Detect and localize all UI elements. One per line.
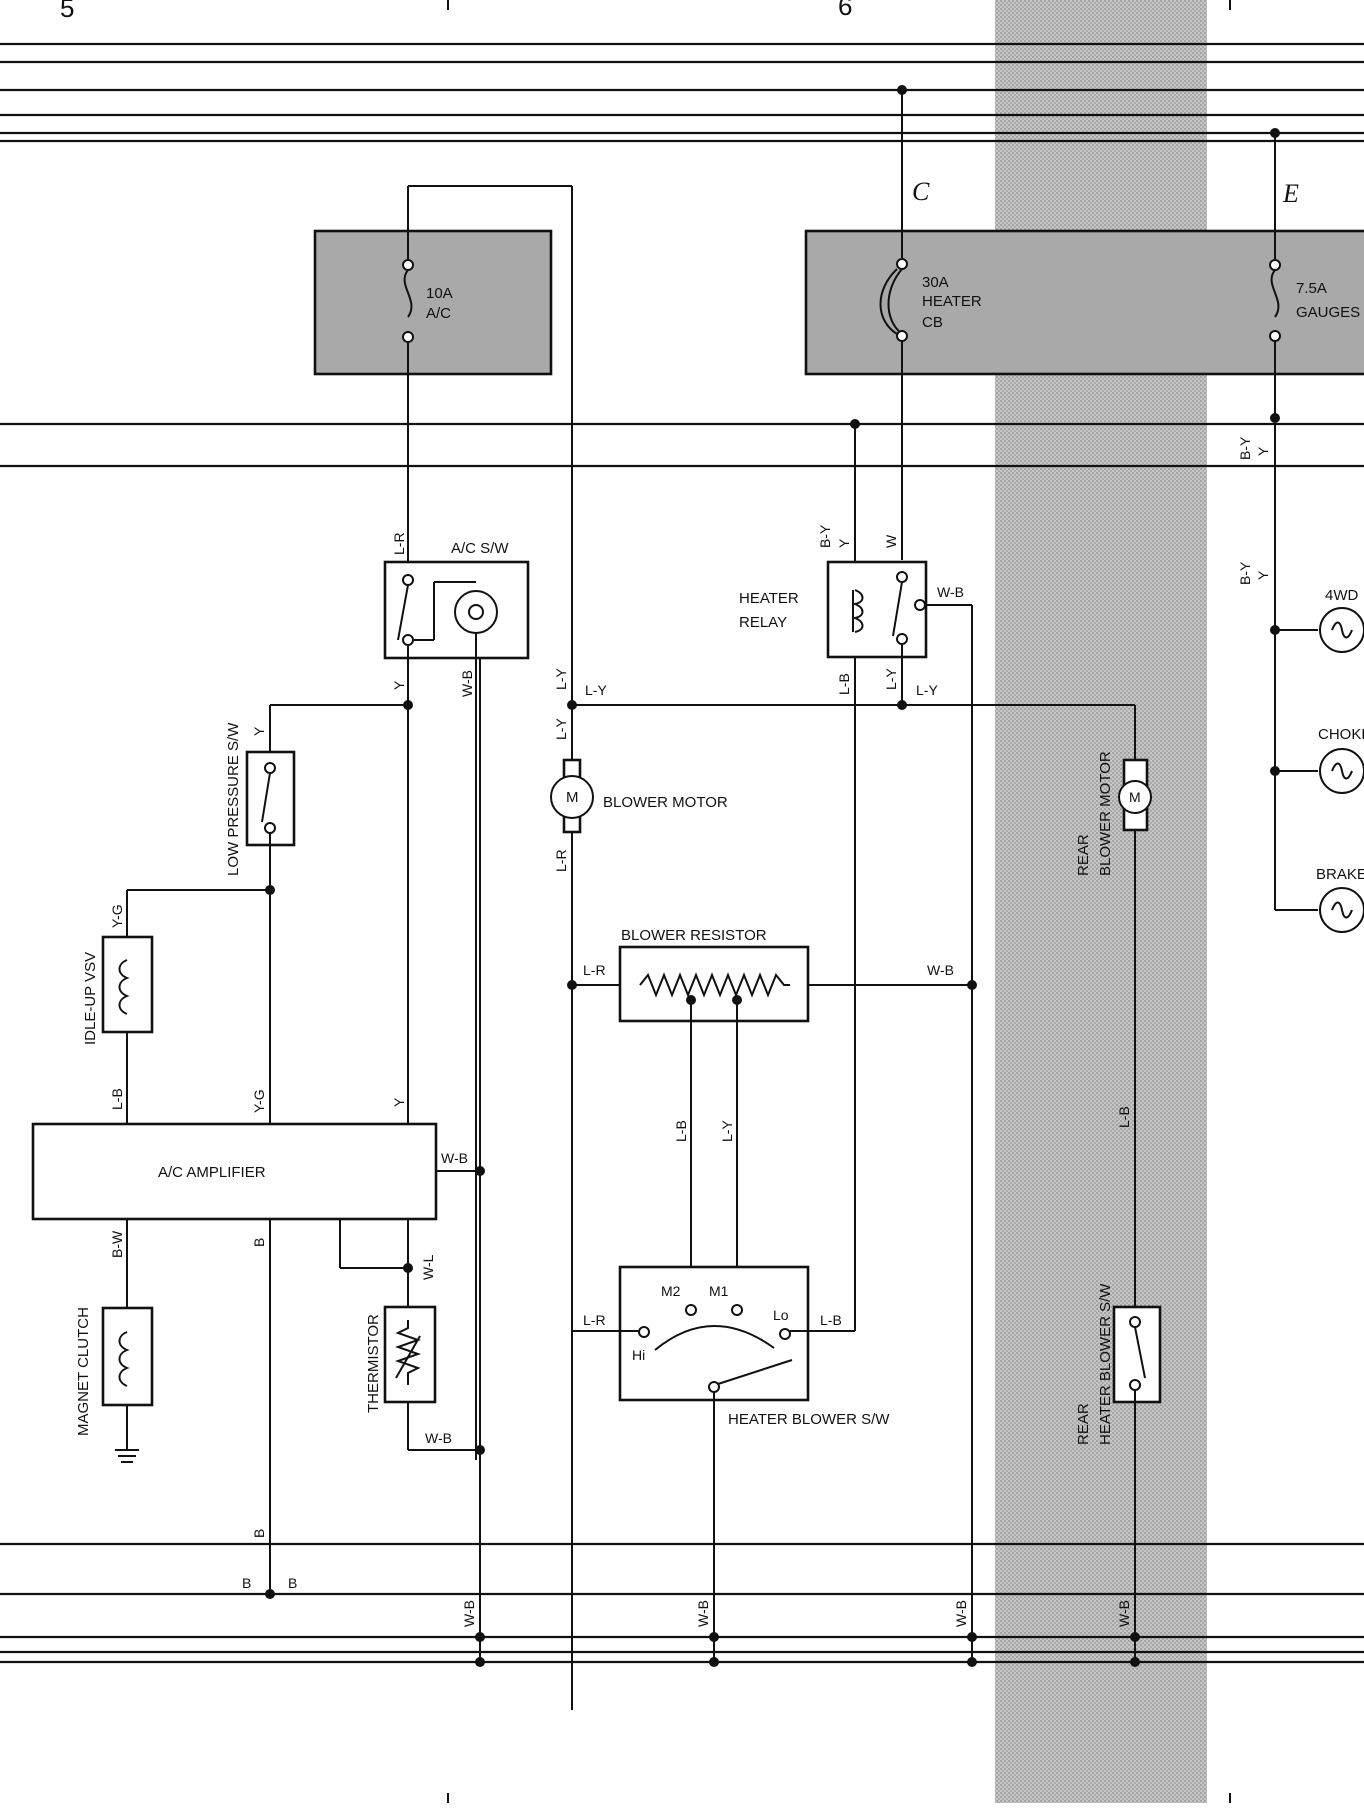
heater-relay bbox=[826, 560, 928, 659]
wire-label-lb: L-B bbox=[109, 1088, 125, 1110]
fuse-gauges-rating: 7.5A bbox=[1296, 280, 1327, 297]
blower-resistor-label: BLOWER RESISTOR bbox=[621, 927, 767, 944]
wire-label-lb: L-B bbox=[673, 1120, 689, 1142]
heater-blower-sw bbox=[618, 1265, 810, 1402]
wire-label-wb: W-B bbox=[695, 1600, 711, 1627]
wire-label-lr: L-R bbox=[583, 1312, 606, 1328]
rear-blower-motor-label-1: REAR bbox=[1075, 834, 1092, 876]
page-number-right: 6 bbox=[838, 0, 852, 21]
svg-text:M: M bbox=[1129, 789, 1141, 805]
wire-label-wb: W-B bbox=[937, 584, 964, 600]
svg-text:M: M bbox=[566, 789, 579, 806]
low-pressure-sw-label: LOW PRESSURE S/W bbox=[225, 722, 242, 876]
ac-sw-label: A/C S/W bbox=[451, 540, 509, 557]
idle-up-vsv bbox=[101, 935, 154, 1034]
ac-amplifier-label: A/C AMPLIFIER bbox=[158, 1164, 266, 1181]
heater-relay-label-2: RELAY bbox=[739, 614, 787, 631]
wire-label-y: Y bbox=[391, 1097, 407, 1107]
ground-icon bbox=[115, 1449, 139, 1463]
blower-resistor bbox=[618, 945, 810, 1023]
wire-label-lb: L-B bbox=[1116, 1106, 1132, 1128]
rear-blower-motor: M bbox=[1118, 758, 1152, 832]
wire-label-w: W bbox=[883, 534, 899, 548]
magnet-clutch bbox=[101, 1306, 154, 1407]
fuse-heater-rating: 30A bbox=[922, 274, 949, 291]
sw-terminal-hi: Hi bbox=[632, 1347, 645, 1363]
page-number-left: 5 bbox=[60, 0, 74, 23]
fuse-heater-type: CB bbox=[922, 314, 943, 331]
heater-blower-sw-label: HEATER BLOWER S/W bbox=[728, 1411, 890, 1428]
bus-letter-c: C bbox=[912, 177, 930, 206]
thermistor bbox=[383, 1305, 437, 1404]
wire-label-lr: L-R bbox=[583, 962, 606, 978]
wire-label-lr: L-R bbox=[553, 849, 569, 872]
heater-relay-label-1: HEATER bbox=[739, 590, 799, 607]
wire-label-wb: W-B bbox=[461, 1600, 477, 1627]
wire-label-ly: L-Y bbox=[585, 682, 607, 698]
fuse-ac-name: A/C bbox=[426, 305, 451, 322]
wire-label-ly: L-Y bbox=[719, 1120, 735, 1142]
rear-heater-blower-sw-label-2: HEATER BLOWER S/W bbox=[1097, 1283, 1114, 1445]
wire-label-ly: L-Y bbox=[883, 668, 899, 690]
sw-terminal-m2: M2 bbox=[661, 1283, 681, 1299]
fuse-ac-rating: 10A bbox=[426, 285, 453, 302]
bus-letter-e: E bbox=[1282, 179, 1299, 208]
indicator-4wd-icon bbox=[1319, 607, 1364, 653]
wire-label-b: B bbox=[242, 1575, 251, 1591]
wire-label-by: B-Y bbox=[1237, 561, 1253, 585]
wire-label-lb: L-B bbox=[820, 1312, 842, 1328]
fuse-heater-name: HEATER bbox=[922, 293, 982, 310]
wire-label-b: B bbox=[251, 1238, 267, 1247]
rear-heater-blower-sw-label-1: REAR bbox=[1075, 1403, 1092, 1445]
wire-label-y: Y bbox=[836, 538, 852, 548]
fuse-box-heater bbox=[804, 229, 1364, 376]
wire-label-y: Y bbox=[1255, 570, 1271, 580]
wire-label-ly: L-Y bbox=[553, 718, 569, 740]
indicator-choke-icon bbox=[1319, 748, 1364, 794]
wire-label-by: B-Y bbox=[1237, 436, 1253, 460]
wire-label-ly: L-Y bbox=[553, 668, 569, 690]
wire-label-wb: W-B bbox=[441, 1150, 468, 1166]
wire-label-lr: L-R bbox=[391, 532, 407, 555]
wire-label-ly: L-Y bbox=[916, 682, 938, 698]
rear-blower-motor-label-2: BLOWER MOTOR bbox=[1097, 751, 1114, 876]
wire-label-wb: W-B bbox=[1116, 1600, 1132, 1627]
thermistor-label: THERMISTOR bbox=[365, 1314, 382, 1413]
indicator-4wd-label: 4WD bbox=[1325, 587, 1359, 604]
idle-up-vsv-label: IDLE-UP VSV bbox=[82, 952, 99, 1045]
indicator-choke-label: CHOKE bbox=[1318, 726, 1364, 743]
wire-label-wb: W-B bbox=[927, 962, 954, 978]
top-bus-lines bbox=[0, 42, 1364, 468]
wire-label-wb: W-B bbox=[425, 1430, 452, 1446]
ac-amplifier bbox=[31, 1122, 438, 1221]
wire-label-wl: W-L bbox=[420, 1254, 436, 1280]
wire-label-bw: B-W bbox=[109, 1230, 125, 1258]
wire-label-by: B-Y bbox=[817, 524, 833, 548]
blower-motor: M bbox=[550, 758, 594, 834]
fuse-gauges-name: GAUGES bbox=[1296, 304, 1360, 321]
indicator-brake-icon bbox=[1319, 887, 1364, 933]
wire-label-yg: Y-G bbox=[251, 1089, 267, 1113]
indicator-brake-label: BRAKE bbox=[1316, 866, 1364, 883]
wire-label-y: Y bbox=[251, 726, 267, 736]
blower-motor-label: BLOWER MOTOR bbox=[603, 794, 728, 811]
sw-terminal-lo: Lo bbox=[773, 1307, 789, 1323]
wire-label-y: Y bbox=[391, 680, 407, 690]
sw-terminal-m1: M1 bbox=[709, 1283, 729, 1299]
wire-label-lb: L-B bbox=[836, 673, 852, 695]
wire-label-b: B bbox=[288, 1575, 297, 1591]
wire-label-wb: W-B bbox=[953, 1600, 969, 1627]
wire-label-b: B bbox=[251, 1529, 267, 1538]
wire-label-yg: Y-G bbox=[109, 904, 125, 928]
fuse-box-ac bbox=[313, 229, 553, 376]
wire-label-wb: W-B bbox=[459, 670, 475, 697]
magnet-clutch-label: MAGNET CLUTCH bbox=[75, 1307, 92, 1436]
wire-label-y: Y bbox=[1255, 446, 1271, 456]
